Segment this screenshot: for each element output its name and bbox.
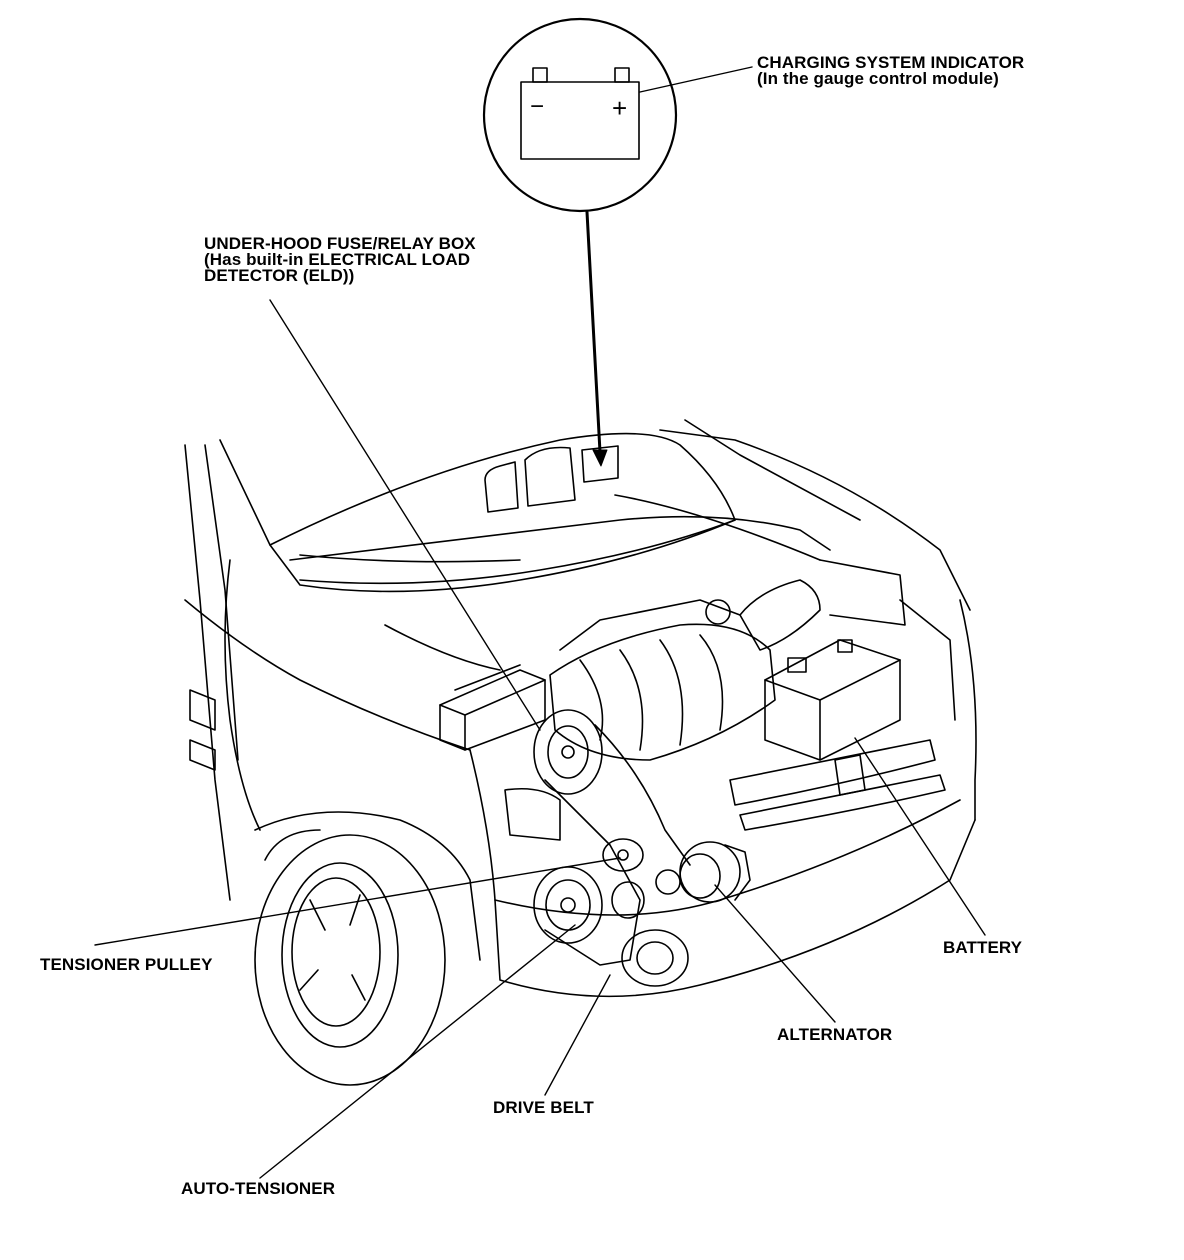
leader-alternator xyxy=(714,884,836,1023)
front-wheel xyxy=(254,829,446,1086)
label-line: BATTERY xyxy=(943,938,1023,957)
label-charging-system-indicator: CHARGING SYSTEM INDICATOR (In the gauge … xyxy=(757,53,1025,88)
label-line: AUTO-TENSIONER xyxy=(181,1179,336,1198)
alternator-component xyxy=(655,841,751,903)
leader-lines xyxy=(94,66,986,1179)
label-line: (Has built-in ELECTRICAL LOAD xyxy=(204,250,471,269)
label-line: DRIVE BELT xyxy=(493,1098,594,1117)
label-line: ALTERNATOR xyxy=(777,1025,893,1044)
engine xyxy=(439,559,956,761)
label-alternator: ALTERNATOR xyxy=(777,1025,893,1044)
leader-charging-indicator xyxy=(639,66,753,93)
vehicle-body xyxy=(184,419,977,998)
charging-indicator-bubble xyxy=(482,17,678,213)
label-under-hood-fuse-relay-box: UNDER-HOOD FUSE/RELAY BOX (Has built-in … xyxy=(204,234,476,285)
label-tensioner-pulley: TENSIONER PULLEY xyxy=(40,955,213,974)
battery-warning-icon xyxy=(520,67,640,160)
label-auto-tensioner: AUTO-TENSIONER xyxy=(181,1179,336,1198)
label-battery: BATTERY xyxy=(943,938,1023,957)
leader-battery xyxy=(854,737,986,936)
fuse-relay-box xyxy=(439,664,546,751)
leader-fuse-box xyxy=(269,299,541,731)
label-line: TENSIONER PULLEY xyxy=(40,955,213,974)
label-line: (In the gauge control module) xyxy=(757,69,999,88)
label-line: UNDER-HOOD FUSE/RELAY BOX xyxy=(204,234,476,253)
indicator-plus-symbol: + xyxy=(612,93,627,123)
indicator-minus-symbol: − xyxy=(530,93,544,120)
label-line: CHARGING SYSTEM INDICATOR xyxy=(757,53,1025,72)
leader-drive-belt xyxy=(544,974,611,1096)
battery-component xyxy=(764,639,901,761)
leader-auto-tensioner xyxy=(259,924,576,1179)
indicator-pointer-arrow xyxy=(585,210,608,467)
belt-drive xyxy=(533,709,751,987)
label-line: DETECTOR (ELD)) xyxy=(204,266,355,285)
label-drive-belt: DRIVE BELT xyxy=(493,1098,594,1117)
